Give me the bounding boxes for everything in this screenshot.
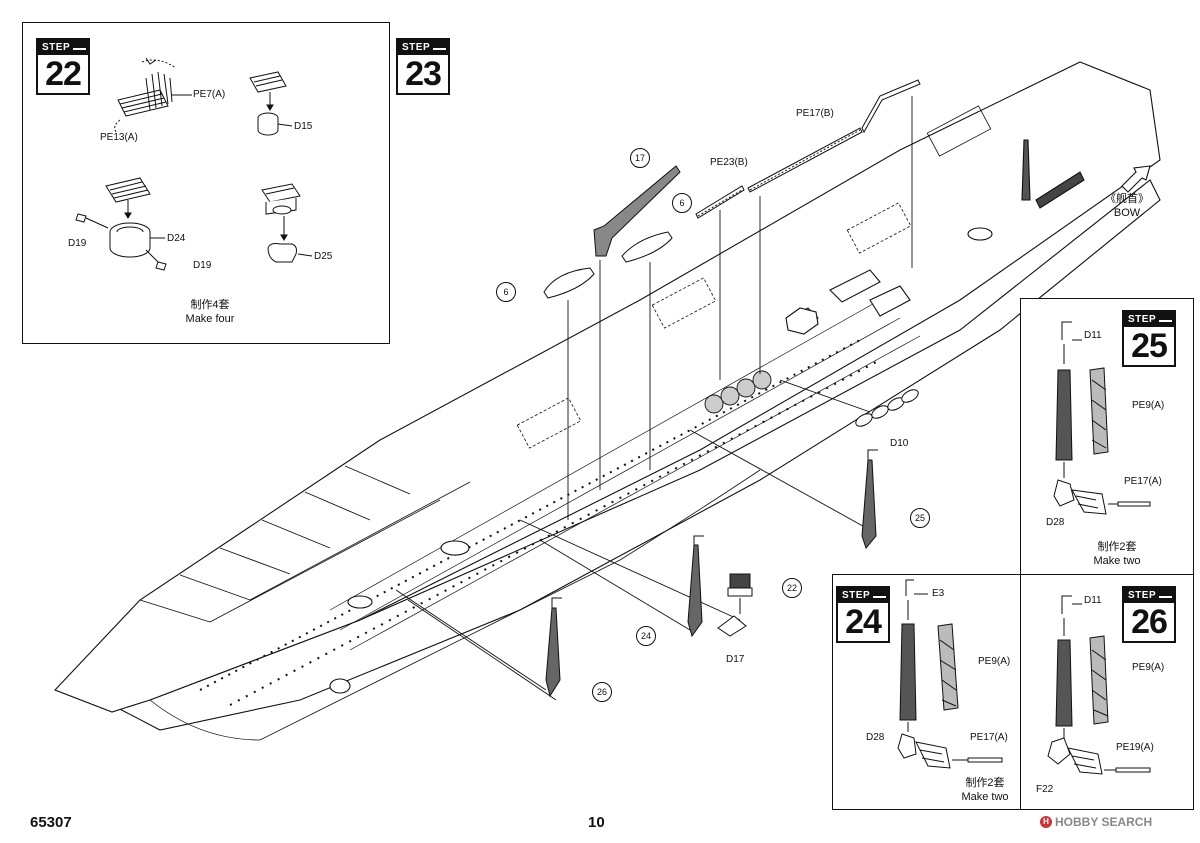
pe17a-label: PE17(A) xyxy=(1124,476,1162,487)
step-label: STEP xyxy=(402,42,431,53)
pe-railing-strips xyxy=(695,79,921,219)
pe23b-label: PE23(B) xyxy=(710,157,748,168)
step-label: STEP xyxy=(842,590,871,601)
step-25-badge: STEP 25 xyxy=(1122,310,1176,367)
d15-label: D15 xyxy=(294,121,313,132)
note-english: Make two xyxy=(1093,555,1141,567)
flight-deck xyxy=(54,61,1161,713)
step-number: 23 xyxy=(405,55,442,93)
ship-icon xyxy=(433,43,447,50)
part-26-marker: 26 xyxy=(592,682,612,702)
d25-part-drawing xyxy=(261,183,313,263)
step-22-badge: STEP 22 xyxy=(36,38,90,95)
part-17-marker: 17 xyxy=(630,148,650,168)
d10-discs xyxy=(855,389,919,427)
d25-label: D25 xyxy=(314,251,333,262)
d11-label: D11 xyxy=(1084,330,1102,341)
pe9a-label: PE9(A) xyxy=(1132,662,1165,673)
part-22-marker: 22 xyxy=(782,578,802,598)
ship-icon xyxy=(1159,315,1173,322)
note-chinese: 制作2套 xyxy=(1097,541,1137,553)
e3-label: E3 xyxy=(932,588,945,599)
step-label: STEP xyxy=(1128,590,1157,601)
step-label: STEP xyxy=(42,42,71,53)
pe17b-label: PE17(B) xyxy=(796,108,834,119)
d17-label: D17 xyxy=(726,654,745,665)
bow-note: 《舰首》 BOW xyxy=(1096,192,1158,220)
pe13-label: PE13(A) xyxy=(100,132,138,143)
part-24-marker: 24 xyxy=(636,626,656,646)
d10-label: D10 xyxy=(890,438,909,449)
note-english: Make four xyxy=(185,313,235,325)
step-number: 26 xyxy=(1131,603,1168,641)
f22-label: F22 xyxy=(1036,784,1054,795)
bow-arrow xyxy=(1121,165,1151,193)
pe19a-label: PE19(A) xyxy=(1116,742,1154,753)
pe7-label: PE7(A) xyxy=(193,89,226,100)
ship-icon xyxy=(1159,591,1173,598)
step-22-note: 制作4套 Make four xyxy=(170,298,250,326)
bow-english: BOW xyxy=(1113,207,1141,219)
pe9a-label: PE9(A) xyxy=(978,656,1011,667)
d24-base-drawing xyxy=(75,177,167,271)
part-6-marker-right: 6 xyxy=(672,193,692,213)
watermark-text: HOBBY SEARCH xyxy=(1055,815,1153,829)
kit-code: 65307 xyxy=(30,814,72,831)
mast-parts xyxy=(545,459,877,698)
d28-label: D28 xyxy=(1046,517,1065,528)
step-24-note: 制作2套 Make two xyxy=(950,776,1020,804)
step-number: 22 xyxy=(45,55,82,93)
ship-icon xyxy=(873,591,887,598)
director-part xyxy=(717,573,753,637)
note-chinese: 制作4套 xyxy=(190,299,230,311)
step-23-badge: STEP 23 xyxy=(396,38,450,95)
d15-part-drawing xyxy=(249,71,293,136)
step-number: 24 xyxy=(845,603,882,641)
d24-label: D24 xyxy=(167,233,186,244)
step-26-badge: STEP 26 xyxy=(1122,586,1176,643)
part-25-marker: 25 xyxy=(910,508,930,528)
watermark-logo-icon: H xyxy=(1040,816,1052,828)
page-number: 10 xyxy=(588,814,605,831)
d11-label: D11 xyxy=(1084,595,1102,606)
note-english: Make two xyxy=(961,791,1009,803)
bow-chinese: 《舰首》 xyxy=(1105,193,1149,205)
step-label: STEP xyxy=(1128,314,1157,325)
assembly-leader-lines xyxy=(395,96,913,701)
pe17a-label: PE17(A) xyxy=(970,732,1008,743)
crane-arm-part xyxy=(593,165,681,257)
d19-label-left: D19 xyxy=(68,238,87,249)
pe9a-label: PE9(A) xyxy=(1132,400,1165,411)
step-24-badge: STEP 24 xyxy=(836,586,890,643)
step-number: 25 xyxy=(1131,327,1168,365)
part-6-marker-left: 6 xyxy=(496,282,516,302)
boat-parts xyxy=(543,231,673,299)
radar-array-drawing xyxy=(114,57,192,133)
d19-label-right: D19 xyxy=(193,260,212,271)
watermark: H HOBBY SEARCH xyxy=(1040,815,1152,829)
d28-label: D28 xyxy=(866,732,885,743)
step-25-note: 制作2套 Make two xyxy=(1082,540,1152,568)
ship-icon xyxy=(73,43,87,50)
note-chinese: 制作2套 xyxy=(965,777,1005,789)
